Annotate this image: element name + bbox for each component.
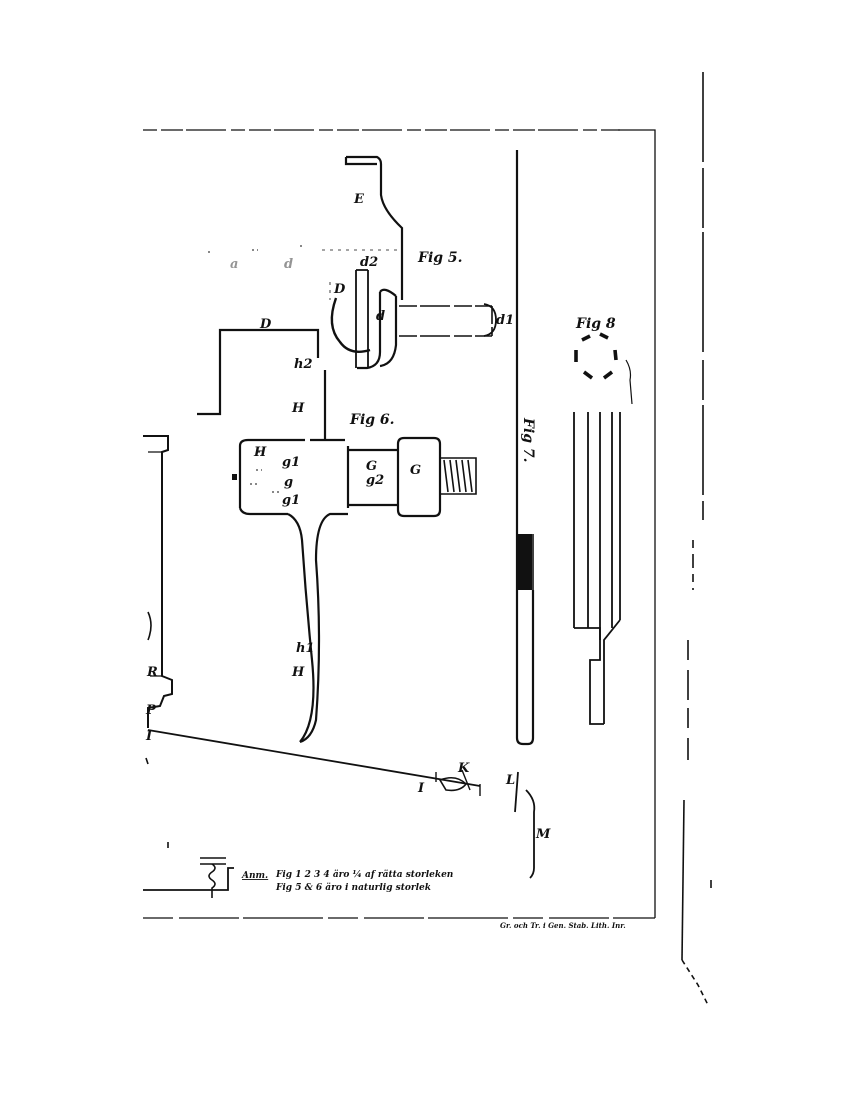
figure-8-label: Fig 8 — [575, 316, 616, 332]
label-G-right: G — [410, 463, 421, 478]
label-H-knob: H — [253, 445, 267, 460]
label-faint-d: d — [284, 257, 293, 272]
label-H-bottom: H — [291, 665, 305, 680]
figure-6-drawing — [197, 328, 477, 744]
label-g1-bottom: g1 — [282, 493, 300, 508]
label-E: E — [353, 192, 365, 207]
label-I-right: I — [417, 781, 425, 796]
label-g: g — [284, 475, 293, 490]
figure-7-drawing — [515, 150, 535, 746]
label-h1: h1 — [296, 641, 315, 656]
label-I-left: I — [145, 729, 153, 744]
plate-border — [143, 129, 656, 919]
label-M: M — [535, 827, 551, 842]
label-faint-a: a — [230, 257, 238, 272]
figure-7-label: Fig 7. — [520, 417, 536, 463]
mechanism-drawing — [143, 435, 536, 898]
annotation-prefix: Anm. — [241, 871, 268, 881]
label-P: P — [145, 703, 157, 718]
label-d1: d1 — [496, 313, 514, 328]
label-D: D — [259, 317, 272, 332]
figure-5-label: Fig 5. — [417, 250, 463, 266]
figure-6-label: Fig 6. — [349, 412, 395, 428]
page-fold-line — [681, 72, 712, 1006]
figure-8-drawing — [573, 332, 633, 725]
label-H-top: H — [291, 401, 305, 416]
label-R: R — [146, 665, 158, 680]
label-G-left: G — [366, 459, 377, 474]
label-g2: g2 — [366, 473, 384, 488]
label-g1-top: g1 — [282, 455, 300, 470]
lithographer-imprint: Gr. och Tr. i Gen. Stab. Lith. Inr. — [500, 921, 626, 930]
label-h2: h2 — [294, 357, 313, 372]
annotation-line-2: Fig 5 & 6 äro i naturlig storlek — [275, 882, 431, 893]
label-D-small: D — [333, 282, 346, 297]
label-L: L — [505, 773, 515, 788]
label-d2: d2 — [360, 255, 378, 270]
figure-5-drawing — [208, 155, 497, 370]
label-d: d — [376, 309, 385, 324]
annotation-line-1: Fig 1 2 3 4 äro ¼ af rätta storleken — [275, 869, 453, 880]
label-K: K — [457, 761, 470, 776]
